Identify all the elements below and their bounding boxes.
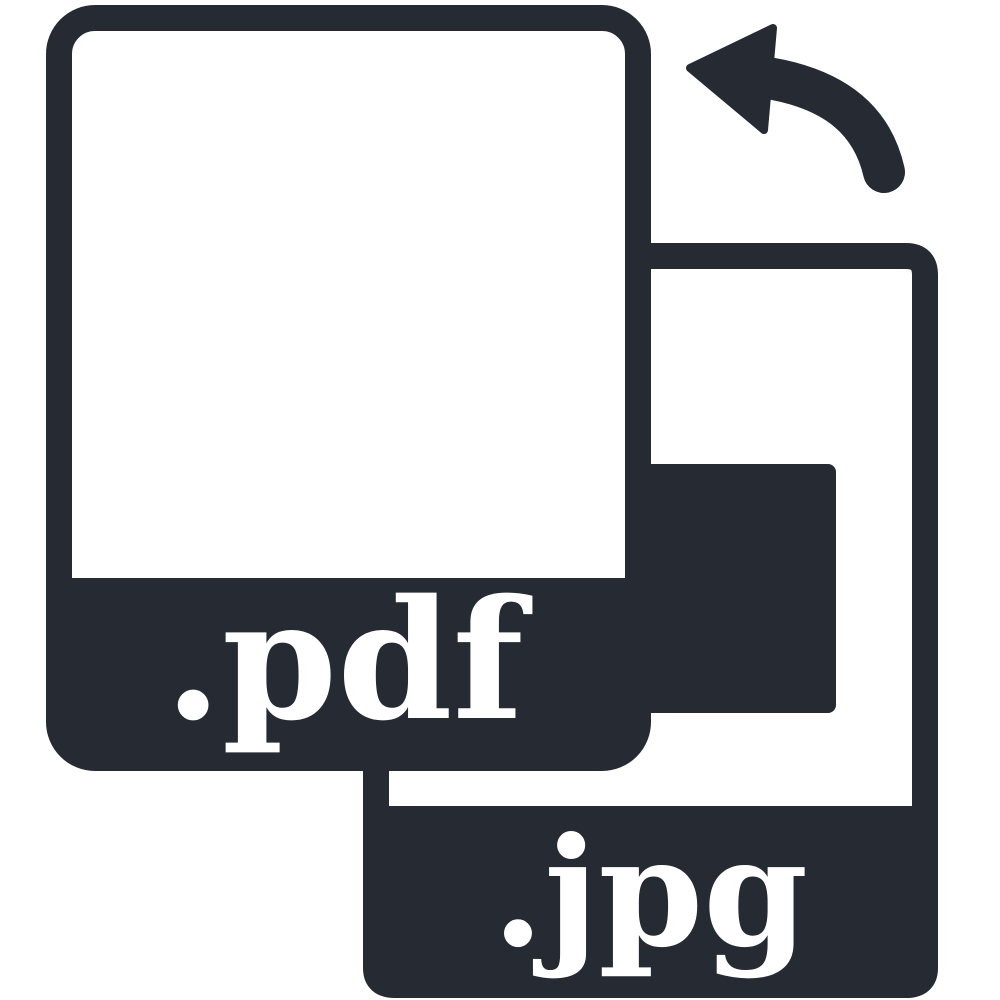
image-block [620, 464, 836, 713]
jpg-label-band [365, 806, 936, 996]
arrow-head [686, 24, 777, 134]
pdf-extension-label: .pdf [164, 563, 532, 757]
pdf-file-icon: .pdf [46, 5, 651, 771]
pdf-file-outline [46, 5, 651, 771]
pdf-label-band [72, 578, 625, 745]
curved-arrow-up-left-icon [686, 24, 905, 193]
jpg-extension-label: .jpg [492, 805, 808, 981]
